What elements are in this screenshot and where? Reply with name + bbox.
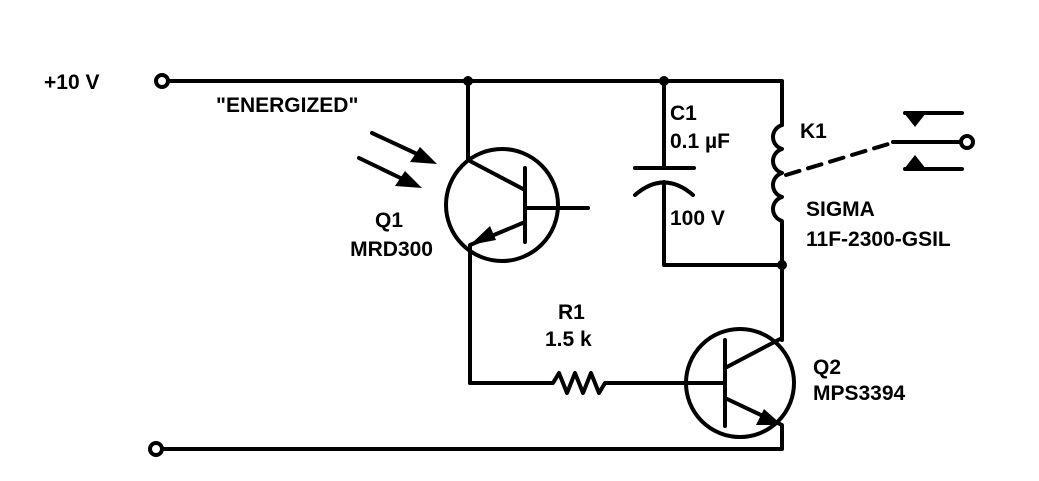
q1-phototransistor [444,79,590,385]
top-rail-wire [166,79,784,127]
q1-label: Q1 [375,209,403,232]
k1-maker: SIGMA [806,198,875,221]
q2-part: MPS3394 [813,382,906,405]
c1-label: C1 [670,102,697,125]
output-terminal [959,134,975,150]
k1-label: K1 [800,120,827,143]
common-terminal [148,441,164,457]
k1-relay-coil [771,123,897,342]
c1-voltage: 100 V [670,207,725,230]
light-arrows-icon [357,131,437,188]
r1-label: R1 [558,301,585,324]
r1-resistor [468,371,727,395]
supply-label: +10 V [44,71,99,94]
k1-part: 11F-2300-GSIL [806,228,951,251]
c1-capacitor [633,79,784,267]
k1-relay-contacts [891,111,975,171]
r1-value: 1.5 k [545,328,592,351]
q2-transistor [160,327,796,451]
q1-part: MRD300 [350,238,433,261]
q1-annotation: "ENERGIZED" [216,94,358,117]
q2-label: Q2 [813,356,841,379]
junction-dot [777,260,787,270]
c1-value: 0.1 µF [670,130,730,153]
